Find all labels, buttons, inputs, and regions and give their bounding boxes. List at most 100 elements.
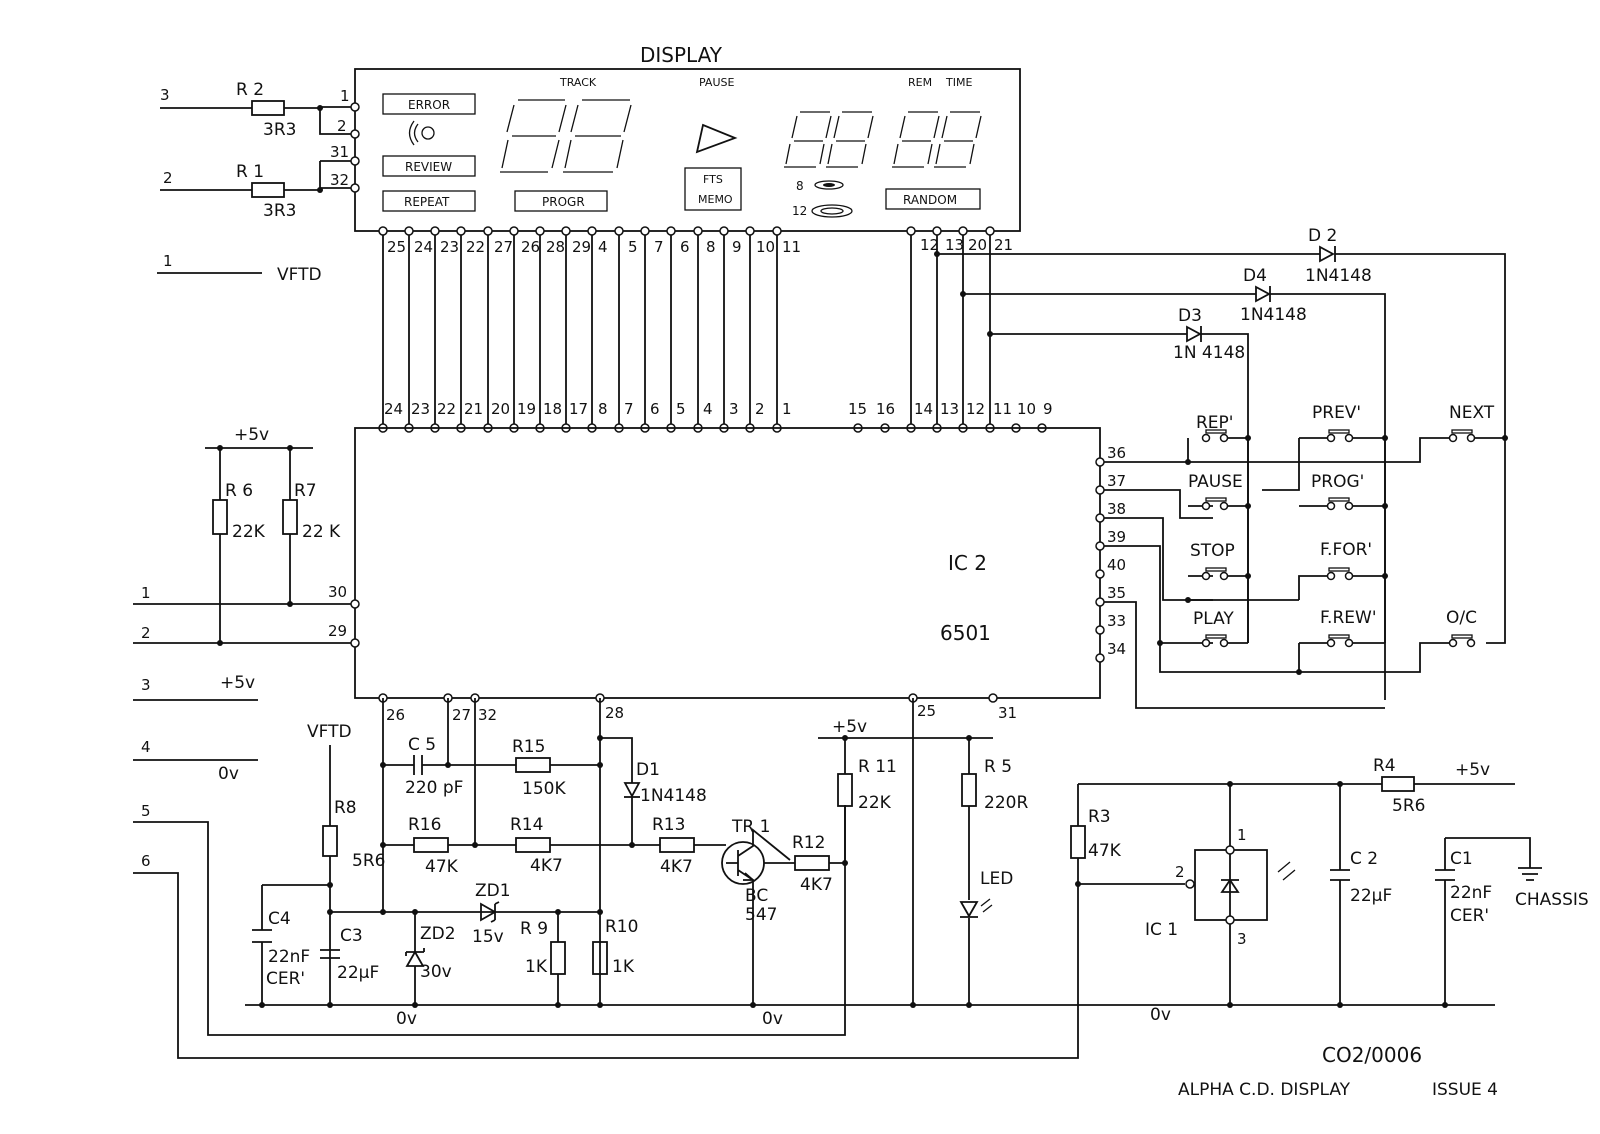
seven-segment-digits bbox=[500, 99, 982, 173]
button-prog: PROG' bbox=[1311, 472, 1364, 511]
r3-ref: R3 bbox=[1088, 807, 1111, 827]
button-label: F.FOR' bbox=[1320, 540, 1372, 560]
c4-cer: CER' bbox=[266, 969, 305, 989]
button-prev: PREV' bbox=[1312, 403, 1361, 443]
button-play: PLAY bbox=[1193, 609, 1234, 648]
r11-value: 22K bbox=[858, 793, 892, 813]
memo-label: MEMO bbox=[698, 193, 733, 206]
c1-22nf: 22nF bbox=[1450, 883, 1492, 903]
ic2-pin-label: 33 bbox=[1107, 612, 1126, 630]
connector-num: 4 bbox=[141, 738, 151, 756]
ic2-name: IC 2 bbox=[948, 551, 987, 575]
d3-part: 1N 4148 bbox=[1173, 343, 1245, 363]
button-label: STOP bbox=[1190, 541, 1235, 561]
button-label: NEXT bbox=[1449, 403, 1495, 423]
ic2-pin-label: 30 bbox=[328, 583, 347, 601]
r7-ref: R7 bbox=[294, 481, 317, 501]
bottom-connector: 1 2 3 +5v 4 0v 5 6 bbox=[133, 584, 1079, 1059]
indicator-error: ERROR bbox=[408, 98, 450, 112]
vftd-net: VFTD bbox=[277, 265, 322, 285]
ic2-pin-label: 2 bbox=[755, 400, 765, 418]
button-label: PREV' bbox=[1312, 403, 1361, 423]
tr1-bc: BC bbox=[745, 886, 768, 906]
zd2-ref: ZD2 bbox=[420, 924, 456, 944]
ic2-pin-label: 8 bbox=[598, 400, 608, 418]
ic2-pin-label: 32 bbox=[478, 706, 497, 724]
zd1-ref: ZD1 bbox=[475, 881, 511, 901]
r6-value: 22K bbox=[232, 522, 266, 542]
ic2-pin-label: 3 bbox=[729, 400, 739, 418]
ic1-pin: 2 bbox=[1175, 863, 1185, 881]
drawing-title: ALPHA C.D. DISPLAY bbox=[1178, 1080, 1351, 1100]
ic2-pin-label: 27 bbox=[452, 706, 471, 724]
plus5-label: +5v bbox=[832, 717, 867, 737]
resistor-ref: R 1 bbox=[236, 162, 264, 182]
display-pin-31: 31 bbox=[330, 143, 349, 161]
d2-ref: D 2 bbox=[1308, 226, 1337, 246]
display-pin-label: 22 bbox=[466, 238, 485, 256]
connector-num: 3 bbox=[160, 86, 170, 104]
r12-value: 4K7 bbox=[800, 875, 833, 895]
ic2-pin-label: 31 bbox=[998, 704, 1017, 722]
ic2-pin-label: 18 bbox=[543, 400, 562, 418]
ic2-top-pins: 24 23 22 21 20 19 18 17 8 7 6 5 4 3 2 1 … bbox=[384, 400, 1053, 418]
r14-value: 4K7 bbox=[530, 856, 563, 876]
zd2-value: 30v bbox=[420, 962, 452, 982]
display-pin-label: 7 bbox=[654, 238, 664, 256]
d4-ref: D4 bbox=[1243, 266, 1267, 286]
ic2-pin-label: 19 bbox=[517, 400, 536, 418]
display-bottom-pins: 25 24 23 22 27 26 28 29 4 5 7 6 8 9 10 1… bbox=[387, 236, 1013, 256]
ic2-pin-label: 17 bbox=[569, 400, 588, 418]
ic2-pin-label: 9 bbox=[1043, 400, 1053, 418]
r13-value: 4K7 bbox=[660, 857, 693, 877]
drawing-number: CO2/0006 bbox=[1322, 1043, 1422, 1067]
ic2-left-pins: 30 29 bbox=[328, 583, 360, 648]
r4-ref: R4 bbox=[1373, 756, 1396, 776]
button-pause: PAUSE bbox=[1188, 472, 1243, 511]
connector-num: 2 bbox=[163, 169, 173, 187]
ic2-bottom-pins: 26 27 32 28 25 31 bbox=[378, 693, 1017, 724]
resistor-value: 3R3 bbox=[263, 201, 296, 221]
ic2-pin-label: 34 bbox=[1107, 640, 1126, 658]
button-label: F.REW' bbox=[1320, 608, 1377, 628]
ic2-right-pins: 36 37 38 39 40 35 33 34 bbox=[1095, 444, 1126, 663]
display-pin-label: 20 bbox=[968, 236, 987, 254]
plus5-label: +5v bbox=[234, 425, 269, 445]
r11-ref: R 11 bbox=[858, 757, 897, 777]
plus5-label: +5v bbox=[220, 673, 255, 693]
ic2-pin-label: 21 bbox=[464, 400, 483, 418]
drawing-issue: ISSUE 4 bbox=[1432, 1080, 1498, 1100]
ic2-pin-label: 38 bbox=[1107, 500, 1126, 518]
disc-size-12: 12 bbox=[792, 204, 807, 218]
ic1-pin: 3 bbox=[1237, 930, 1247, 948]
r12-ref: R12 bbox=[792, 833, 825, 853]
display-pin-1: 1 bbox=[340, 87, 350, 105]
tr1-547: 547 bbox=[745, 905, 777, 925]
ic2-pin-label: 5 bbox=[676, 400, 686, 418]
fts-label: FTS bbox=[703, 173, 723, 186]
ic2-pin-label: 39 bbox=[1107, 528, 1126, 546]
display-pin-label: 23 bbox=[440, 238, 459, 256]
r15-value: 150K bbox=[522, 779, 566, 799]
ic2-pin-label: 40 bbox=[1107, 556, 1126, 574]
c1-cer: CER' bbox=[1450, 906, 1489, 926]
display-pin-label: 25 bbox=[387, 238, 406, 256]
header-rem: REM bbox=[908, 76, 932, 89]
c5-value: 220 pF bbox=[405, 778, 463, 798]
header-pause: PAUSE bbox=[699, 76, 734, 89]
indicator-progr: PROGR bbox=[542, 195, 585, 209]
d4-part: 1N4148 bbox=[1240, 305, 1307, 325]
key-matrix: REP' PREV' NEXT PAUSE PROG' STOP bbox=[1104, 403, 1508, 709]
tr1-ref: TR 1 bbox=[731, 817, 770, 837]
bottom-circuit: 0v 0v 0v C 5 220 pF R15 150K D1 1N4148 bbox=[245, 698, 1495, 1029]
zero-label: 0v bbox=[762, 1009, 783, 1029]
c4-ref: C4 bbox=[268, 909, 291, 929]
c2-value: 22μF bbox=[1350, 886, 1392, 906]
zero-label: 0v bbox=[1150, 1005, 1171, 1025]
led-label: LED bbox=[980, 869, 1013, 889]
ic2-pin-label: 14 bbox=[914, 400, 933, 418]
ic2-pin-label: 4 bbox=[703, 400, 713, 418]
ic2-pin-label: 11 bbox=[993, 400, 1012, 418]
button-label: REP' bbox=[1196, 413, 1233, 433]
display-bus bbox=[378, 226, 1047, 433]
